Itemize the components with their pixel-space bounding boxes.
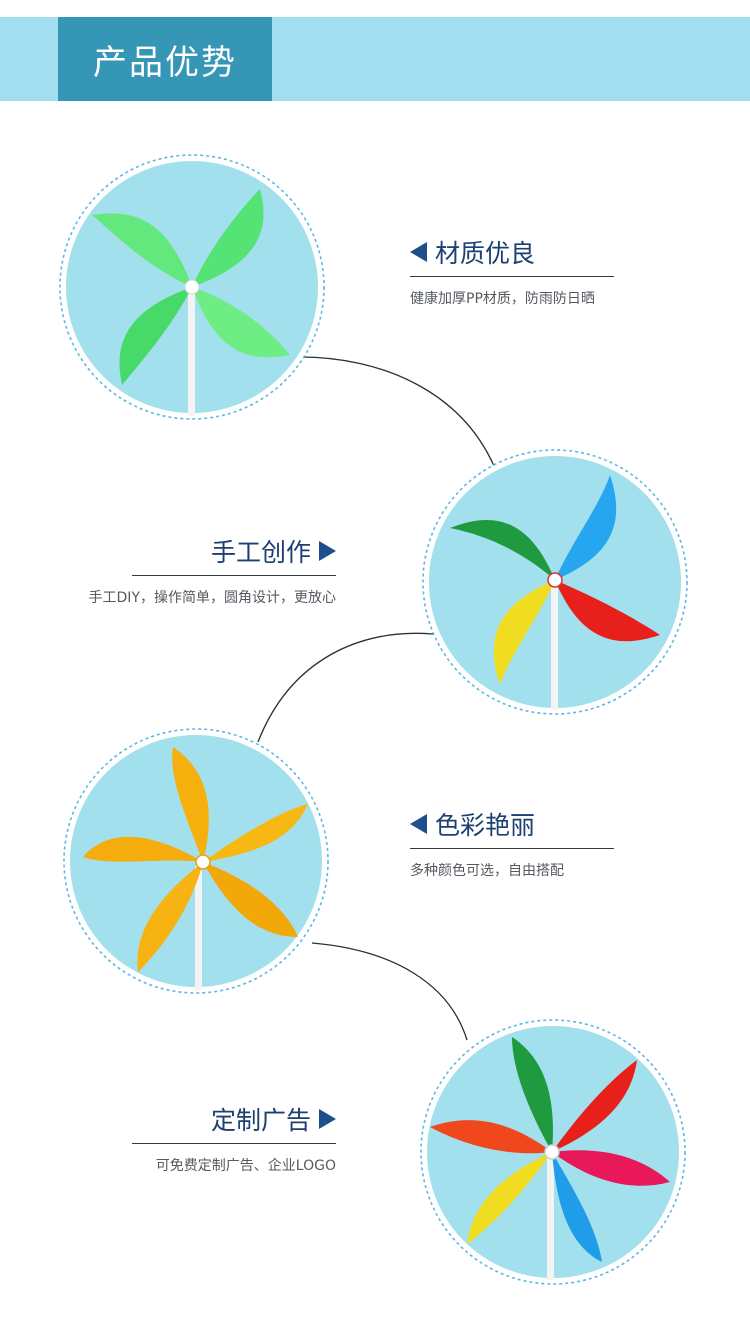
section-title: 产品优势	[58, 17, 272, 101]
feature-colors: 色彩艳丽 多种颜色可选，自由搭配	[410, 806, 614, 880]
feature-description: 多种颜色可选，自由搭配	[410, 863, 564, 879]
green-pinwheel-image	[59, 154, 325, 420]
feature-handmade: 手工创作 手工DIY，操作简单，圆角设计，更放心	[89, 533, 336, 607]
arrow-right-icon	[319, 1109, 336, 1129]
connector-line	[311, 942, 468, 1041]
feature-custom-ads: 定制广告 可免费定制广告、企业LOGO	[132, 1101, 336, 1175]
feature-material: 材质优良 健康加厚PP材质，防雨防日晒	[410, 234, 614, 308]
arrow-left-icon	[410, 814, 427, 834]
feature-title-text: 定制广告	[210, 1106, 311, 1135]
feature-description: 手工DIY，操作简单，圆角设计，更放心	[88, 590, 336, 606]
feature-title-text: 材质优良	[435, 239, 536, 268]
four-color-pinwheel-image	[422, 449, 688, 715]
connector-line	[257, 632, 434, 743]
feature-title: 定制广告	[132, 1101, 336, 1144]
connector-line	[299, 356, 495, 467]
arrow-right-icon	[319, 541, 336, 561]
section-title-text: 产品优势	[93, 42, 237, 83]
six-color-pinwheel-image	[420, 1019, 686, 1285]
feature-title: 手工创作	[132, 533, 336, 576]
feature-title: 色彩艳丽	[410, 806, 614, 849]
feature-title-text: 手工创作	[210, 538, 311, 567]
feature-title-text: 色彩艳丽	[435, 811, 536, 840]
arrow-left-icon	[410, 242, 427, 262]
feature-description: 健康加厚PP材质，防雨防日晒	[410, 291, 595, 307]
feature-title: 材质优良	[410, 234, 614, 277]
feature-description: 可免费定制广告、企业LOGO	[155, 1158, 336, 1174]
orange-pinwheel-image	[63, 728, 329, 994]
